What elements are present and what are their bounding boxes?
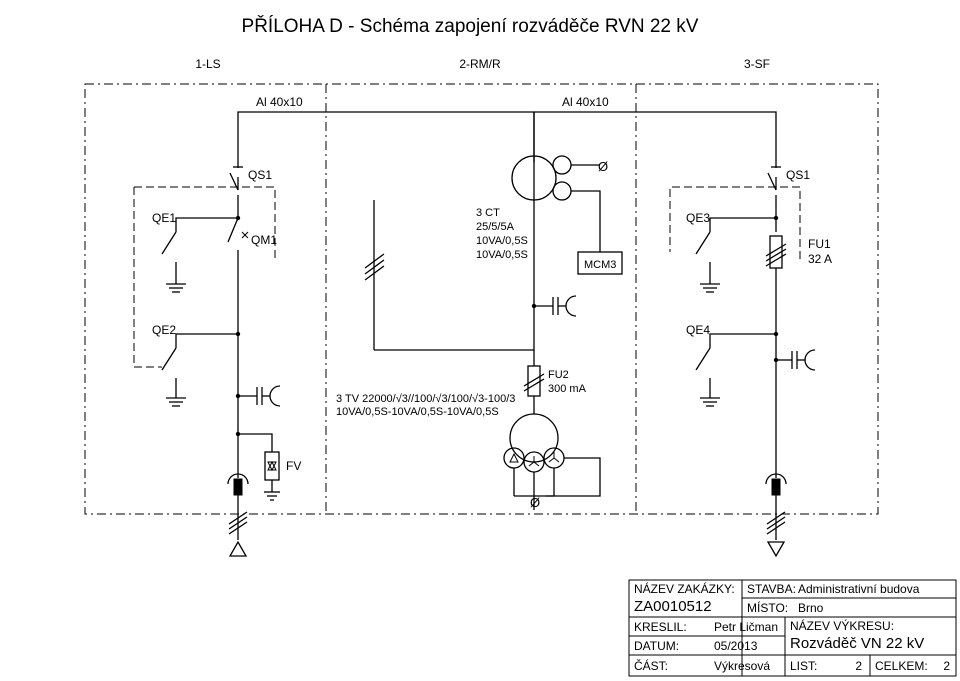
field-label-3: 3-SF bbox=[744, 57, 770, 71]
label-qe2: QE2 bbox=[152, 323, 176, 337]
tb-celkem-value: 2 bbox=[943, 659, 950, 673]
tb-stavba-label: STAVBA: bbox=[747, 582, 796, 596]
tb-list-label: LIST: bbox=[790, 659, 817, 673]
tb-datum-value: 05/2013 bbox=[714, 639, 758, 653]
label-qe3: QE3 bbox=[686, 211, 710, 225]
tb-datum-label: DATUM: bbox=[634, 639, 679, 653]
tb-kreslil-value: Petr Ličman bbox=[714, 620, 778, 634]
label-phi-top: Ø bbox=[598, 159, 608, 174]
tb-misto-label: MÍSTO: bbox=[747, 600, 788, 615]
title-block bbox=[628, 579, 957, 677]
tb-celkem-label: CELKEM: bbox=[875, 659, 928, 673]
label-fu1: FU1 bbox=[808, 237, 831, 251]
label-qe1: QE1 bbox=[152, 211, 176, 225]
label-qs1-right: QS1 bbox=[786, 168, 810, 182]
field-label-1: 1-LS bbox=[195, 57, 220, 71]
field-2-circuit bbox=[364, 112, 623, 510]
tb-vykres-value: Rozváděč VN 22 kV bbox=[790, 635, 924, 652]
label-qm1: QM1 bbox=[251, 233, 277, 247]
label-ct-4: 10VA/0,5S bbox=[476, 249, 528, 261]
label-tv-2: 10VA/0,5S-10VA/0,5S-10VA/0,5S bbox=[336, 406, 499, 418]
tb-vykres-label: NÁZEV VÝKRESU: bbox=[790, 618, 894, 633]
tb-kreslil-label: KRESLIL: bbox=[634, 620, 687, 634]
label-ct-2: 25/5/5A bbox=[476, 221, 515, 233]
field-label-2: 2-RM/R bbox=[459, 57, 501, 71]
tb-zakazka-label: NÁZEV ZAKÁZKY: bbox=[634, 581, 735, 596]
diagram-title: PŘÍLOHA D - Schéma zapojení rozváděče RV… bbox=[242, 15, 699, 37]
switchgear-frame bbox=[84, 83, 879, 515]
label-ct-1: 3 CT bbox=[476, 207, 500, 219]
label-fu2-rating: 300 mA bbox=[548, 383, 587, 395]
field-3-circuit bbox=[534, 111, 816, 558]
tb-list-value: 2 bbox=[855, 659, 862, 673]
tb-cast-value: Výkresová bbox=[714, 659, 770, 673]
label-fv: FV bbox=[286, 459, 301, 473]
busbar-label-right: Al 40x10 bbox=[562, 95, 609, 109]
label-tv-1: 3 TV 22000/√3//100/√3/100/√3-100/3 bbox=[336, 393, 515, 405]
busbar-label-left: Al 40x10 bbox=[256, 95, 303, 109]
label-qe4: QE4 bbox=[686, 323, 710, 337]
label-mcm3: MCM3 bbox=[584, 259, 616, 271]
label-fu2: FU2 bbox=[548, 369, 569, 381]
label-fu1-rating: 32 A bbox=[808, 252, 832, 266]
tb-stavba-value: Administrativní budova bbox=[798, 582, 920, 596]
tb-cast-label: ČÁST: bbox=[634, 658, 668, 673]
tb-misto-value: Brno bbox=[798, 601, 824, 615]
tb-zakazka-value: ZA0010512 bbox=[634, 598, 712, 615]
label-phi-bottom: Ø bbox=[530, 495, 540, 510]
label-ct-3: 10VA/0,5S bbox=[476, 235, 528, 247]
label-qs1-left: QS1 bbox=[248, 168, 272, 182]
